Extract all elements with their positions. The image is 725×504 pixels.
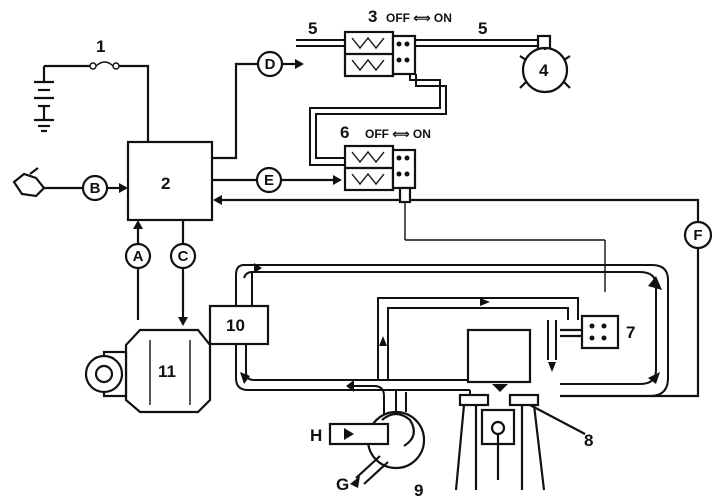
component-10 — [208, 304, 270, 346]
vacuum-actuator-4 — [519, 34, 571, 94]
flow-arrow-icon — [346, 380, 354, 392]
label-sensor-8: 8 — [584, 431, 593, 450]
intake-arrow-icon — [344, 428, 354, 440]
solenoid-valve-3 — [343, 30, 417, 78]
solenoid-valve-6 — [343, 144, 417, 204]
vacuum-hose-3-6 — [309, 74, 447, 166]
vacuum-line-5 — [296, 39, 540, 47]
bypass-passage — [377, 297, 579, 380]
label-alternator-11: 11 — [158, 362, 176, 381]
flow-arrow-icon — [254, 263, 262, 273]
label-valve-7: 7 — [626, 323, 635, 342]
label-fuse: 1 — [96, 37, 105, 56]
label-component-10: 10 — [226, 316, 245, 335]
label-turbo-9: 9 — [414, 481, 423, 500]
label-E: E — [264, 172, 274, 189]
fuse-icon — [89, 61, 150, 142]
flow-arrow-icon — [240, 372, 250, 384]
turbocharger-9 — [328, 385, 426, 485]
switch-6-state: OFF ⟺ ON — [365, 127, 431, 141]
label-intake-H: H — [310, 426, 322, 445]
label-line-5b: 5 — [478, 19, 487, 38]
intake-manifold-loop — [235, 264, 669, 397]
flow-arrow-icon — [648, 276, 662, 290]
alternator-11 — [84, 328, 212, 414]
label-valve-3: 3 — [368, 7, 377, 26]
exhaust-arrow-icon — [350, 476, 360, 488]
label-exhaust-G: G — [336, 475, 349, 494]
idle-control-valve-7 — [560, 314, 620, 350]
label-valve-6: 6 — [340, 123, 349, 142]
switch-3-state: OFF ⟺ ON — [386, 11, 452, 25]
flow-arrow-icon — [379, 336, 387, 346]
pedal-sensor-icon — [12, 167, 46, 198]
label-A: A — [133, 248, 144, 265]
label-B: B — [90, 180, 101, 197]
flow-arrow-icon — [480, 298, 490, 306]
flow-arrow-icon — [492, 384, 508, 392]
label-F: F — [693, 227, 702, 244]
battery-circuit — [34, 64, 90, 133]
label-actuator-4: 4 — [539, 61, 549, 80]
flow-arrow-icon — [548, 362, 556, 372]
label-control-unit: 2 — [161, 174, 170, 193]
label-C: C — [178, 248, 189, 265]
flow-arrow-icon — [648, 372, 660, 384]
label-line-5a: 5 — [308, 19, 317, 38]
label-D: D — [265, 56, 276, 73]
engine-cylinder — [454, 393, 546, 491]
throttle-body — [466, 328, 532, 384]
